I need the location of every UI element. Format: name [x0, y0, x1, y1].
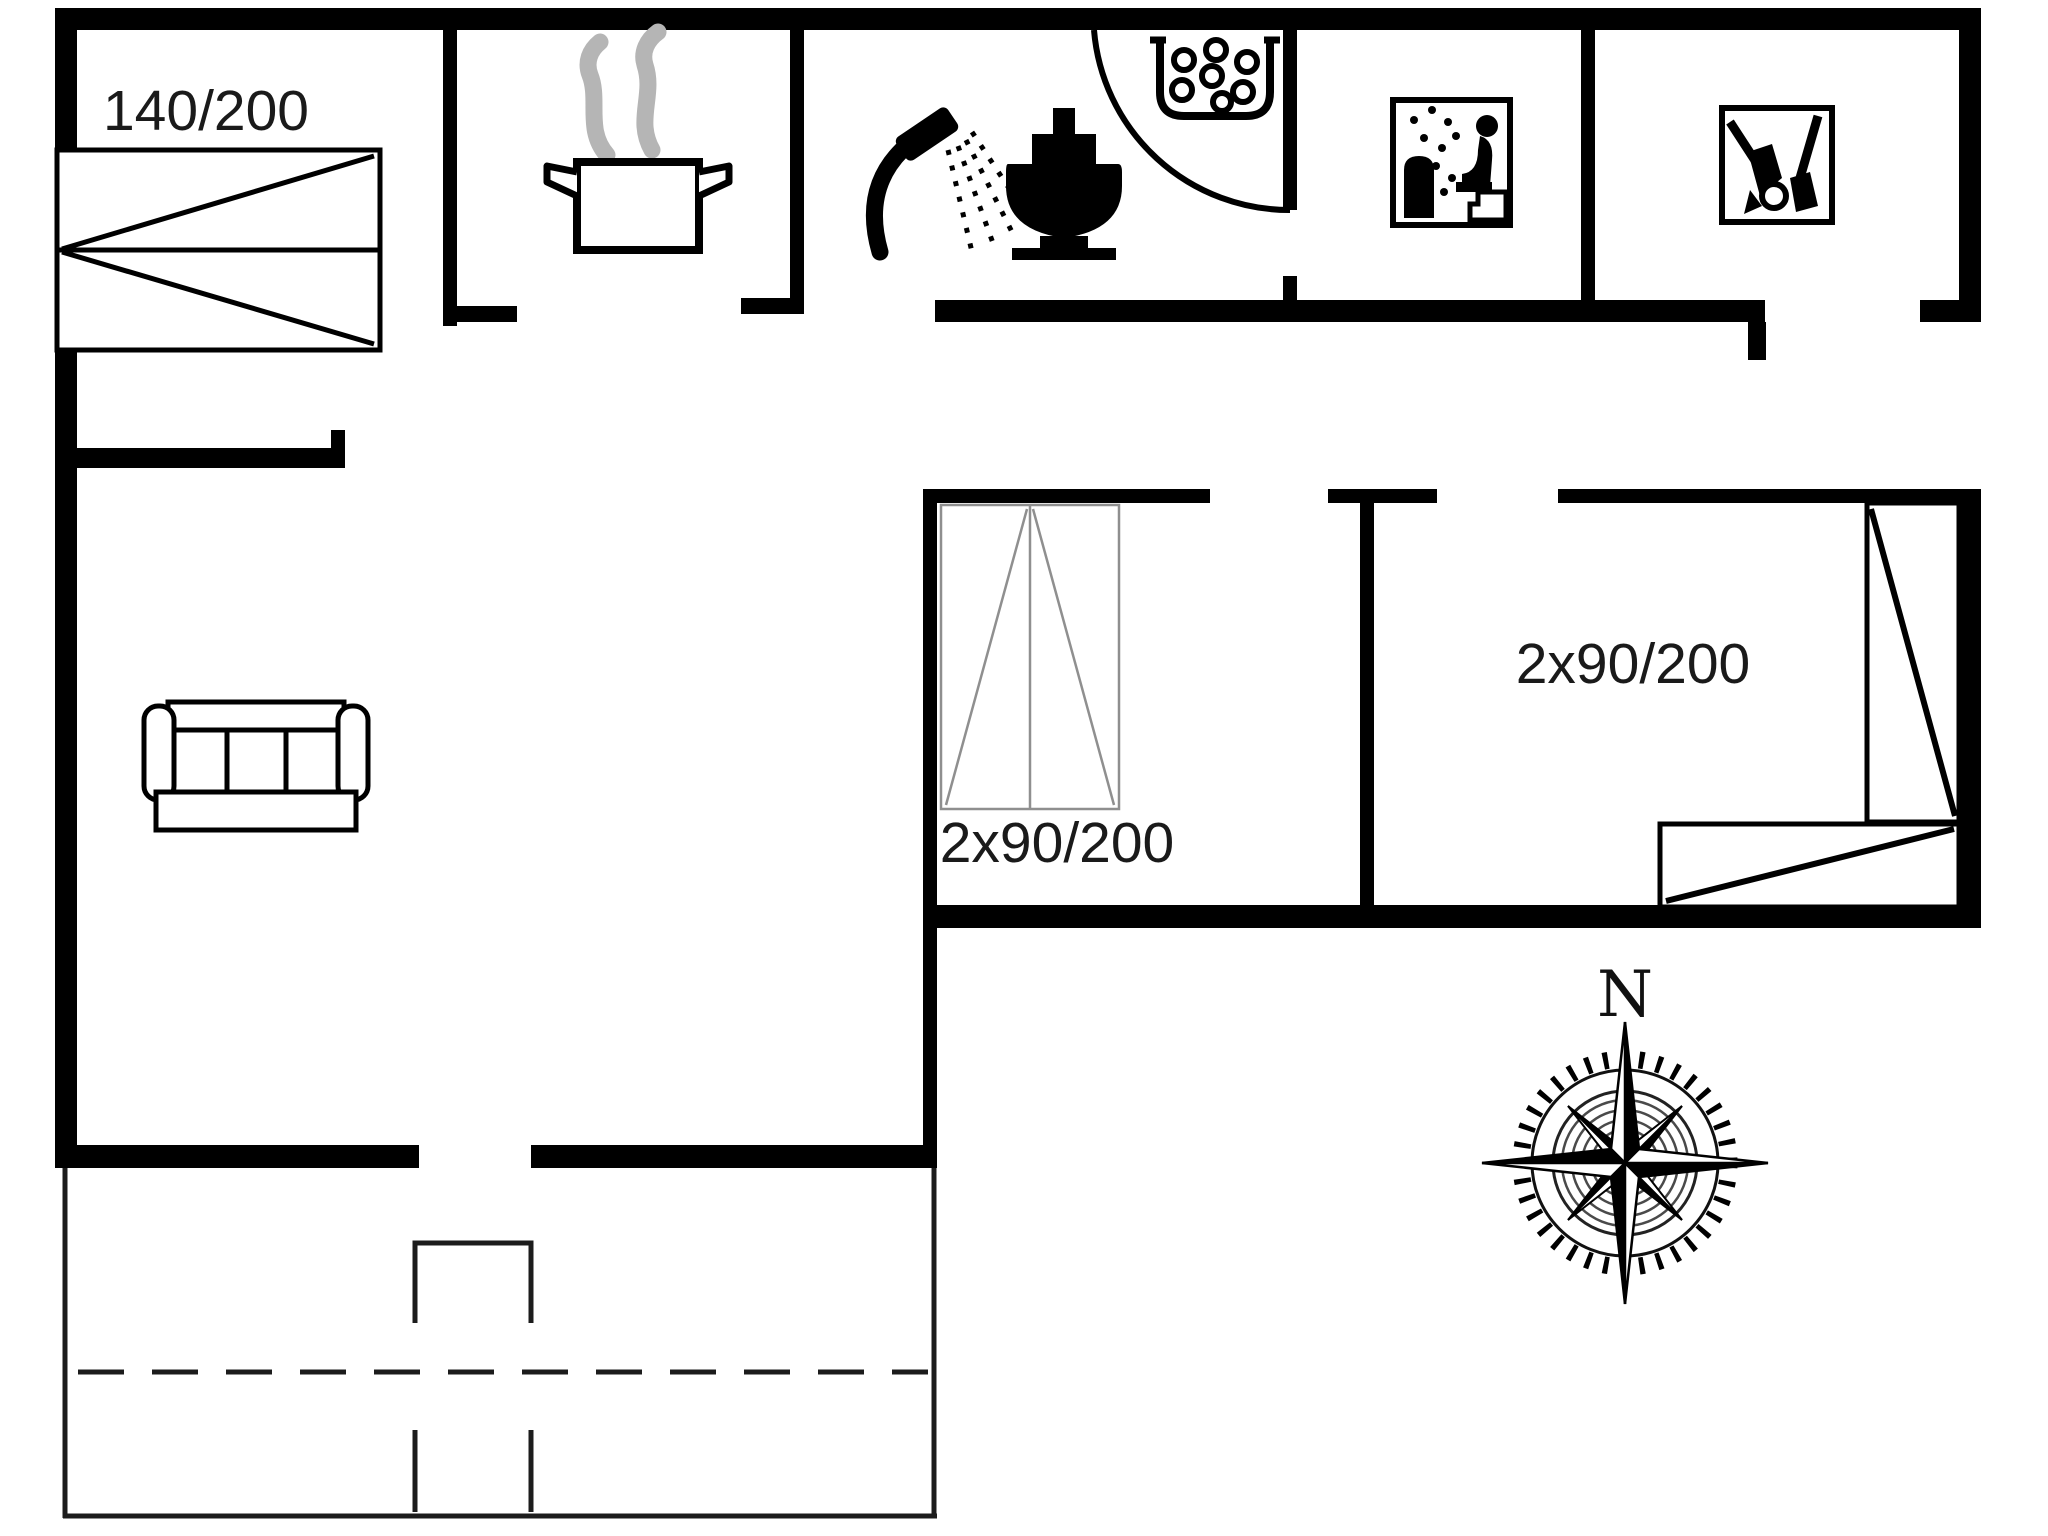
pot-body [573, 158, 703, 254]
vacuum-and-broom-icon [1719, 105, 1835, 225]
wall-right-upper [1959, 8, 1981, 322]
sofa-symbol [141, 699, 371, 833]
steam-swirl-left [579, 33, 616, 164]
sofa-front [153, 789, 359, 833]
cooking-pot-steam-icon [543, 23, 733, 254]
double-bed-symbol [54, 147, 383, 353]
wall-bath-divider-tick [1283, 276, 1297, 302]
sauna-steam-dots [1410, 106, 1460, 196]
wall-kitchen-right [790, 8, 804, 314]
wall-kitchen-right-cap [741, 298, 804, 314]
wall-living-bottom-left [55, 1145, 419, 1168]
toilet-icon [1006, 108, 1122, 260]
wall-bedroomband-bottom [923, 905, 1981, 928]
sofa-arm-right [335, 703, 371, 803]
bed-size-label-twin: 2x90/200 [1516, 632, 1751, 696]
wall-sauna-utility-divider [1581, 8, 1595, 322]
wall-rightbedroom-top-b [1558, 489, 1981, 503]
twin-bed-main-diagonal [1868, 508, 1958, 817]
sofa-cushions [165, 727, 347, 795]
double-bed-diagonal-bottom [61, 249, 375, 347]
wall-right-bedroom [1959, 489, 1981, 928]
bathroom-door [1091, 15, 1297, 214]
terrace [62, 1168, 937, 1519]
twin-bed-symbol [1657, 500, 1962, 910]
pot-handle-left [543, 162, 579, 200]
sauna-bucket [1404, 156, 1434, 218]
whirlpool-bubbles [1169, 37, 1260, 114]
bed-size-label-double: 140/200 [103, 79, 309, 143]
bunk-diagonal-right [1031, 508, 1116, 806]
toilet-tank [1053, 108, 1075, 142]
wall-bedroom1-right-cap [443, 306, 517, 322]
bunk-diagonal-left [944, 508, 1029, 806]
double-bed-diagonal-top [61, 153, 375, 252]
steam-swirl-right [635, 23, 667, 159]
wall-entry-stub [1748, 322, 1766, 360]
wall-rightbedroom-top-a [1328, 489, 1437, 503]
pot-handle-right [697, 162, 733, 200]
compass-rose: N [1481, 958, 1769, 1305]
wall-topband-bottom-main [935, 300, 1765, 322]
bunk-bed-symbol [939, 503, 1121, 811]
wall-midbedroom-left-step [923, 489, 937, 1168]
compass-north-label: N [1597, 958, 1653, 1032]
shower-icon [865, 107, 1029, 261]
terrace-step-rect [412, 1240, 534, 1323]
wall-midbedroom-top [923, 489, 1210, 503]
vacuum-nozzle [1744, 190, 1762, 214]
sauna-person [1456, 115, 1509, 223]
wall-bedroom1-bottom-cap [331, 430, 345, 468]
broom-head [1790, 172, 1818, 212]
wall-top [55, 8, 1981, 30]
door-leaf [1283, 15, 1297, 210]
vacuum-wheel [1759, 181, 1789, 211]
compass-cardinal-rays [1481, 1021, 1769, 1305]
shower-head [895, 107, 959, 161]
twin-bed-foot-diagonal [1665, 826, 1955, 904]
wall-topband-bottom-right [1920, 300, 1981, 322]
wall-bedroom1-right [443, 8, 457, 326]
sauna-icon [1390, 97, 1513, 228]
broom-handle [1795, 114, 1823, 180]
sofa-back [165, 699, 347, 733]
wall-bedroom1-bottom [55, 448, 345, 468]
door-swing-arc [1091, 29, 1291, 214]
toilet-bowl [1006, 164, 1122, 238]
whirlpool-tub-icon [1150, 36, 1280, 120]
sofa-arm-left [141, 703, 177, 803]
toilet-foot [1012, 248, 1116, 260]
toilet-cistern [1032, 134, 1096, 164]
shower-hose [865, 141, 911, 261]
wall-bedroom-divider [1360, 489, 1374, 928]
whirlpool-shell [1156, 38, 1274, 120]
bed-size-label-bunk: 2x90/200 [940, 811, 1175, 875]
wall-living-bottom-right [531, 1145, 937, 1168]
